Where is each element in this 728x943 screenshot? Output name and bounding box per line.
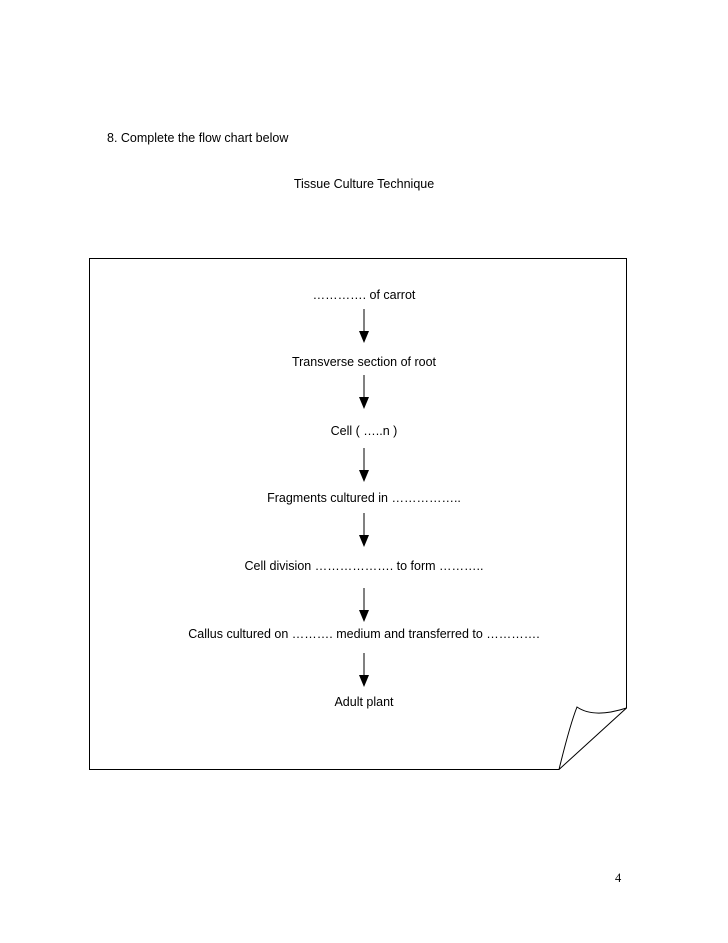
arrow-3 bbox=[359, 448, 369, 482]
question-text: 8. Complete the flow chart below bbox=[107, 131, 289, 145]
flow-step-cell: Cell ( …..n ) bbox=[330, 424, 398, 438]
page-outline bbox=[89, 258, 627, 770]
flow-step-callus: Callus cultured on ………. medium and trans… bbox=[188, 627, 540, 641]
flow-step-fragments: Fragments cultured in …………….. bbox=[267, 491, 461, 505]
flow-step-section: Transverse section of root bbox=[291, 355, 437, 369]
flow-step-adult-plant: Adult plant bbox=[334, 695, 394, 709]
flowchart-title: Tissue Culture Technique bbox=[293, 177, 435, 191]
flow-step-source: …………. of carrot bbox=[312, 288, 416, 302]
flow-step-cell-division: Cell division ………………. to form ……….. bbox=[244, 559, 484, 573]
arrow-4 bbox=[359, 513, 369, 547]
arrow-6 bbox=[359, 653, 369, 687]
arrow-2 bbox=[359, 375, 369, 409]
folded-corner bbox=[558, 706, 627, 770]
page-number: 4 bbox=[615, 871, 622, 885]
arrow-5 bbox=[359, 588, 369, 622]
arrow-1 bbox=[359, 309, 369, 343]
